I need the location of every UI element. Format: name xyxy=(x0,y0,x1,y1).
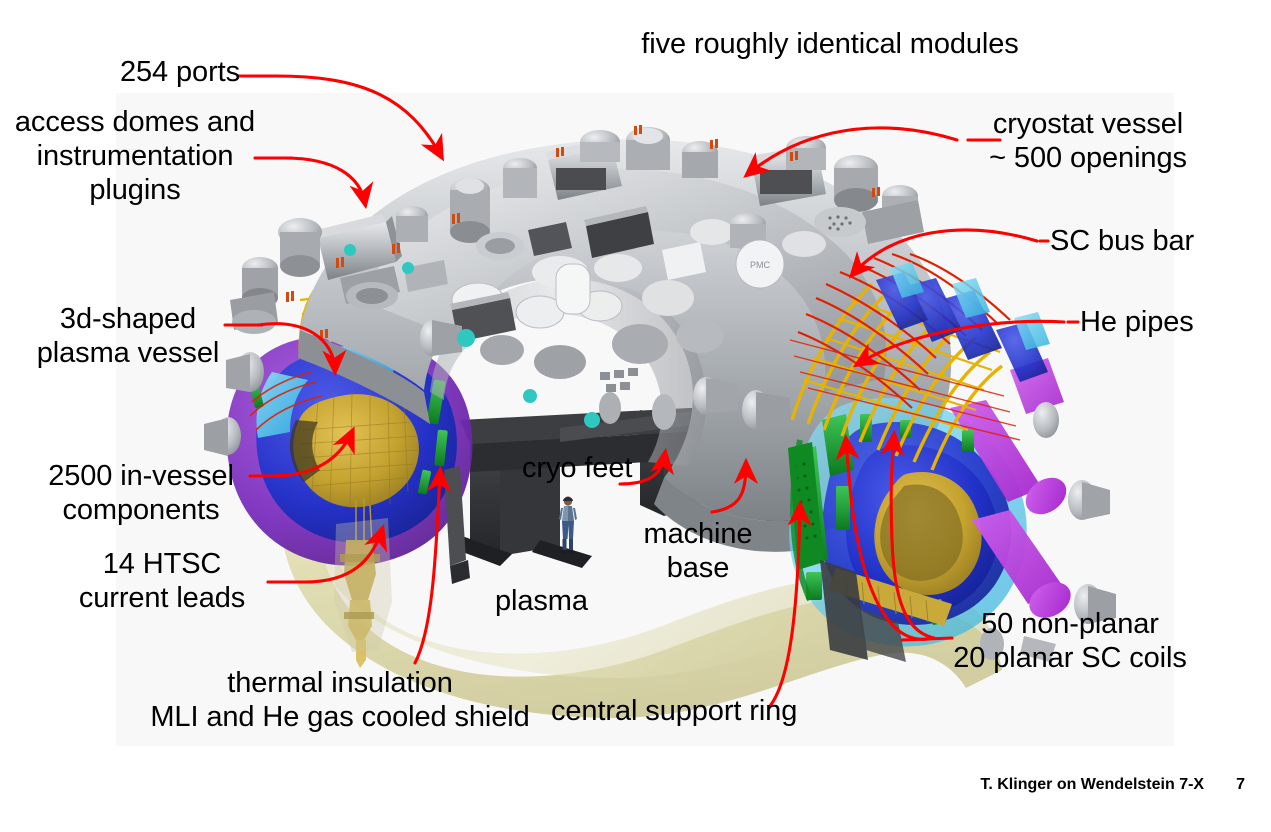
label-in-vessel-components: 2500 in-vessel components xyxy=(48,460,234,526)
label-cryo-feet: cryo feet xyxy=(522,452,633,484)
label-central-support-ring: central support ring xyxy=(551,695,798,727)
label-cryostat-vessel: cryostat vessel ~ 500 openings xyxy=(989,108,1187,174)
label-access-domes: access domes and instrumentation plugins xyxy=(14,106,256,206)
person-icon xyxy=(559,496,577,554)
label-254-ports: 254 ports xyxy=(119,56,240,88)
label-sc-coils: 50 non-planar 20 planar SC coils xyxy=(953,608,1187,674)
footer-credit: T. Klinger on Wendelstein 7-X xyxy=(980,776,1205,793)
body-disc-ports xyxy=(450,263,724,392)
footer-page-number: 7 xyxy=(1236,776,1245,793)
label-htsc-current-leads: 14 HTSC current leads xyxy=(78,548,246,614)
plasma-ribbon xyxy=(281,434,1002,719)
label-machine-base: machine base xyxy=(643,518,753,584)
label-sc-bus-bar: SC bus bar xyxy=(1050,225,1195,257)
label-plasma: plasma xyxy=(495,585,588,617)
right-side-nozzles xyxy=(980,402,1116,662)
label-he-pipes: He pipes xyxy=(1080,306,1194,338)
svg-text:PMC: PMC xyxy=(750,260,771,270)
label-thermal-insulation: thermal insulation MLI and He gas cooled… xyxy=(150,667,530,733)
cryostat-vessel-body: PMC xyxy=(204,125,952,552)
slide-footer: T. Klinger on Wendelstein 7-X 7 xyxy=(980,776,1245,794)
ports-cluster-center xyxy=(450,127,766,288)
label-plasma-vessel: 3d-shaped plasma vessel xyxy=(36,303,220,369)
label-five-modules: five roughly identical modules xyxy=(641,28,1019,60)
